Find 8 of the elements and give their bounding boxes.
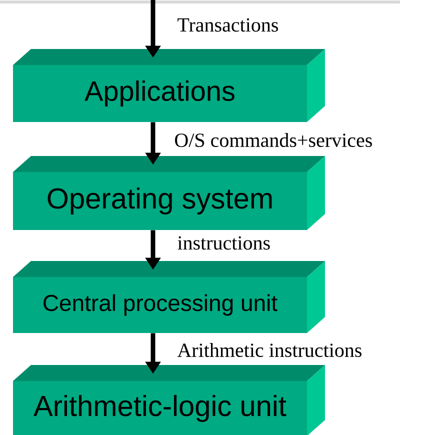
block-box: Applications — [13, 49, 325, 122]
block-box: Central processing unit — [13, 261, 325, 333]
edge-label: instructions — [176, 235, 272, 251]
edge-label: Arithmetic instructions — [176, 342, 364, 358]
block-box: Arithmetic-logic unit — [13, 365, 325, 435]
edge-label: O/S commands+services — [173, 132, 374, 148]
block-box: Operating system — [13, 156, 325, 230]
edge-label: Transactions — [176, 17, 280, 33]
